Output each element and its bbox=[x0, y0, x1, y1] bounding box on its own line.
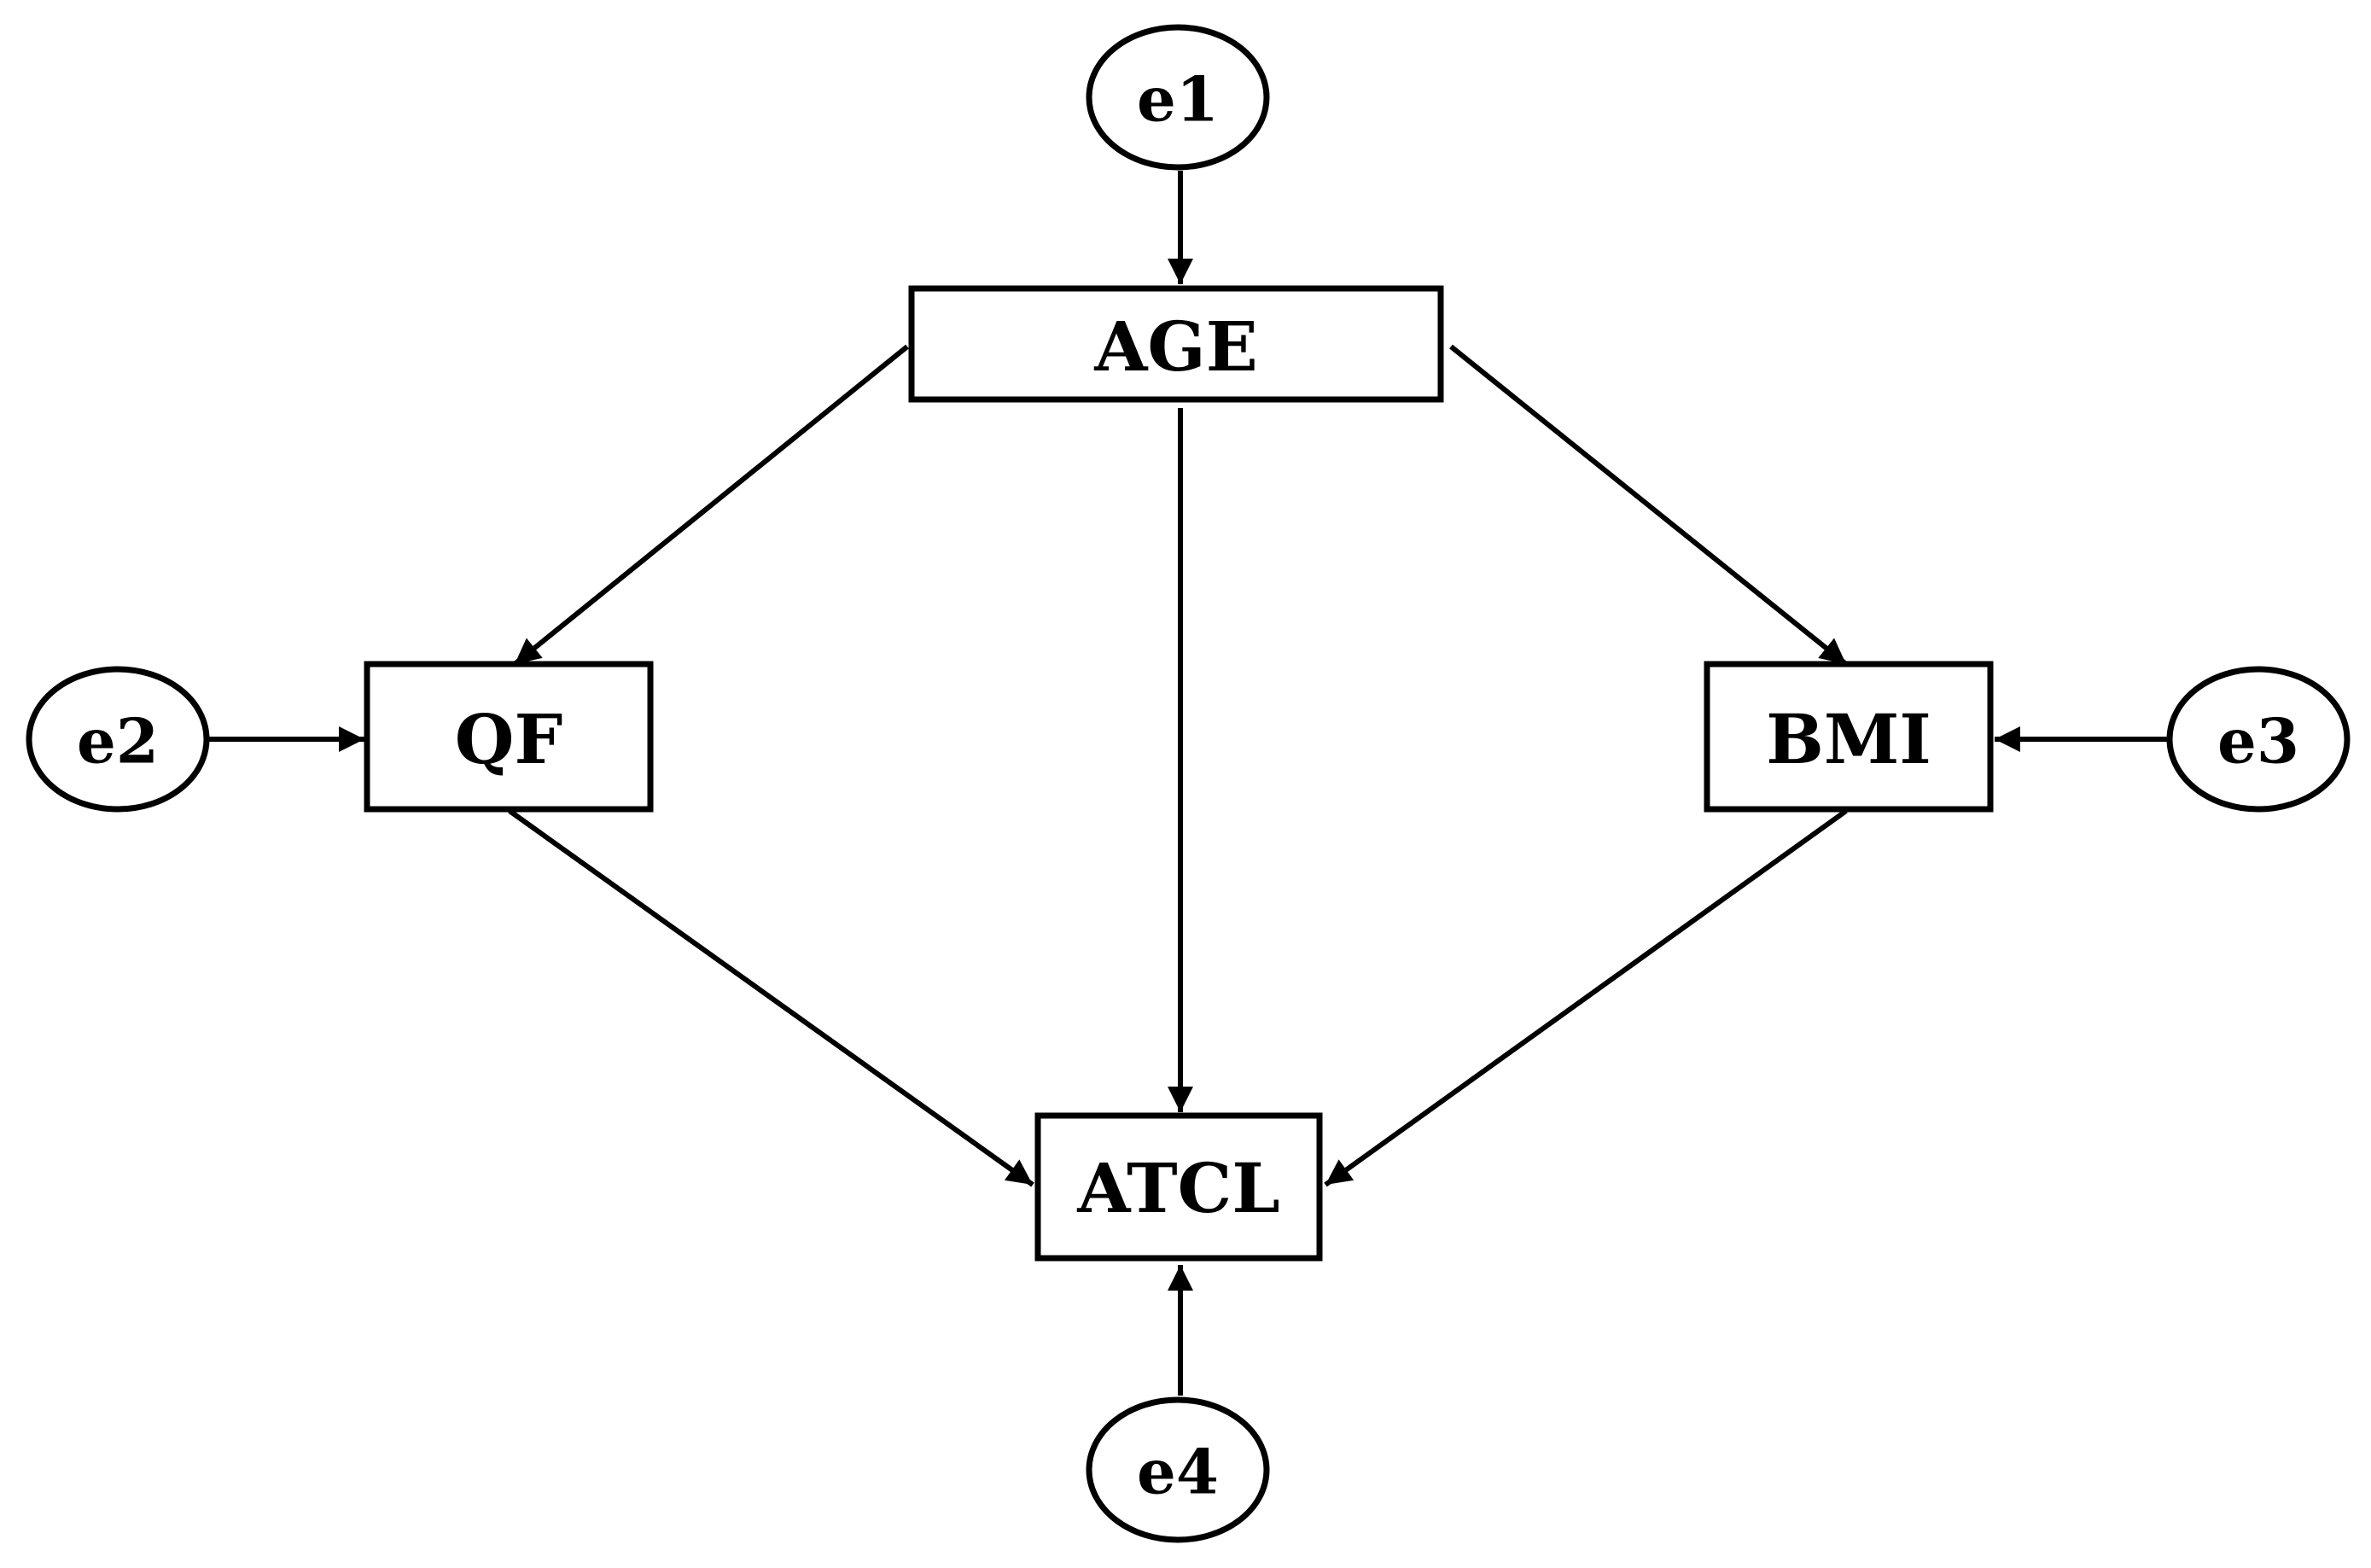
edge-age-to-bmi bbox=[1449, 344, 1848, 667]
edges-group bbox=[207, 171, 2170, 1396]
node-qf-box bbox=[364, 661, 654, 813]
node-atcl-label: ATCL bbox=[1076, 1148, 1279, 1228]
node-age-box bbox=[908, 285, 1444, 403]
node-e1-label: e1 bbox=[1137, 63, 1219, 136]
edge-age-to-qf bbox=[513, 344, 909, 667]
node-e4-ellipse bbox=[1086, 1396, 1270, 1543]
node-age-label: AGE bbox=[1093, 306, 1257, 387]
node-atcl: ATCL bbox=[1034, 1112, 1323, 1262]
node-e3-label: e3 bbox=[2217, 705, 2299, 778]
node-bmi: BMI bbox=[1704, 661, 1994, 813]
node-qf: QF bbox=[364, 661, 654, 813]
edge-qf-to-atcl bbox=[508, 808, 1034, 1187]
node-e1-ellipse bbox=[1086, 24, 1270, 171]
node-e2-ellipse bbox=[26, 666, 210, 813]
node-atcl-box bbox=[1034, 1112, 1323, 1262]
node-e4: e4 bbox=[1086, 1396, 1270, 1543]
node-bmi-label: BMI bbox=[1766, 699, 1931, 779]
node-e2: e2 bbox=[26, 666, 210, 813]
node-e3: e3 bbox=[2166, 666, 2351, 813]
node-bmi-box bbox=[1704, 661, 1994, 813]
node-e2-label: e2 bbox=[77, 705, 159, 778]
node-e1: e1 bbox=[1086, 24, 1270, 171]
edge-bmi-to-atcl bbox=[1324, 808, 1848, 1187]
node-e3-ellipse bbox=[2166, 666, 2351, 813]
node-e4-label: e4 bbox=[1137, 1436, 1219, 1508]
node-age: AGE bbox=[908, 285, 1444, 403]
node-qf-label: QF bbox=[455, 699, 562, 779]
